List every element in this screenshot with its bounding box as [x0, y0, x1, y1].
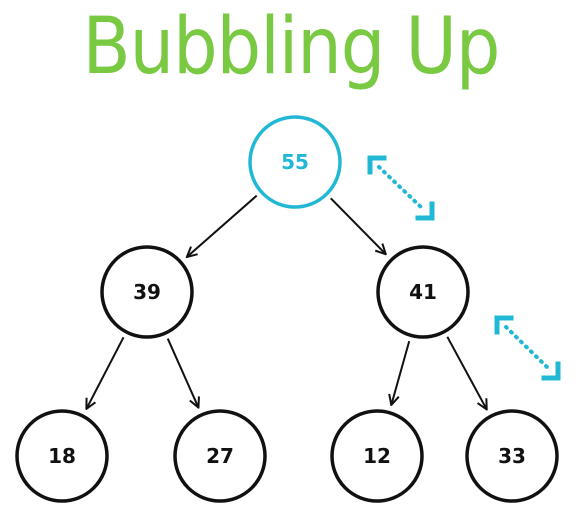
swap-dotted-line — [504, 325, 551, 371]
heap-node-41: 41 — [376, 245, 470, 339]
node-label: 55 — [281, 150, 309, 174]
swap-indicator-n41-n33 — [494, 315, 561, 381]
diagram-title: Bubbling Up — [82, 2, 500, 92]
node-label: 33 — [498, 444, 526, 468]
heap-node-18: 18 — [15, 409, 109, 503]
node-circle — [376, 245, 470, 339]
swap-indicator-n55-n41 — [367, 155, 435, 221]
swap-dotted-line — [377, 165, 425, 211]
node-label: 39 — [133, 280, 161, 304]
node-label: 41 — [409, 280, 437, 304]
edge-n55-n39 — [187, 194, 258, 257]
swap-arrowhead-end-icon — [541, 361, 561, 381]
swap-arrowhead-start-icon — [367, 155, 387, 175]
heap-node-12: 12 — [330, 409, 424, 503]
edge-n39-n27 — [166, 338, 199, 408]
node-circle — [465, 409, 559, 503]
node-label: 12 — [363, 444, 391, 468]
heap-node-55: 55 — [248, 115, 342, 209]
nodes-layer: 55 39 41 18 27 12 33 — [15, 115, 559, 503]
node-circle — [15, 409, 109, 503]
node-circle — [330, 409, 424, 503]
edges-layer — [86, 194, 486, 410]
heap-node-27: 27 — [173, 409, 267, 503]
node-label: 27 — [206, 444, 234, 468]
node-circle — [173, 409, 267, 503]
heap-node-39: 39 — [100, 245, 194, 339]
swap-arrowhead-end-icon — [415, 201, 435, 221]
swap-indicators — [367, 155, 561, 381]
swap-arrowhead-start-icon — [494, 315, 514, 335]
edge-n39-n18 — [86, 336, 125, 409]
node-label: 18 — [48, 444, 76, 468]
edge-n41-n33 — [446, 336, 486, 410]
edge-n55-n41 — [330, 197, 386, 254]
edge-n41-n12 — [391, 340, 411, 405]
node-circle — [248, 115, 342, 209]
node-circle — [100, 245, 194, 339]
heap-node-33: 33 — [465, 409, 559, 503]
